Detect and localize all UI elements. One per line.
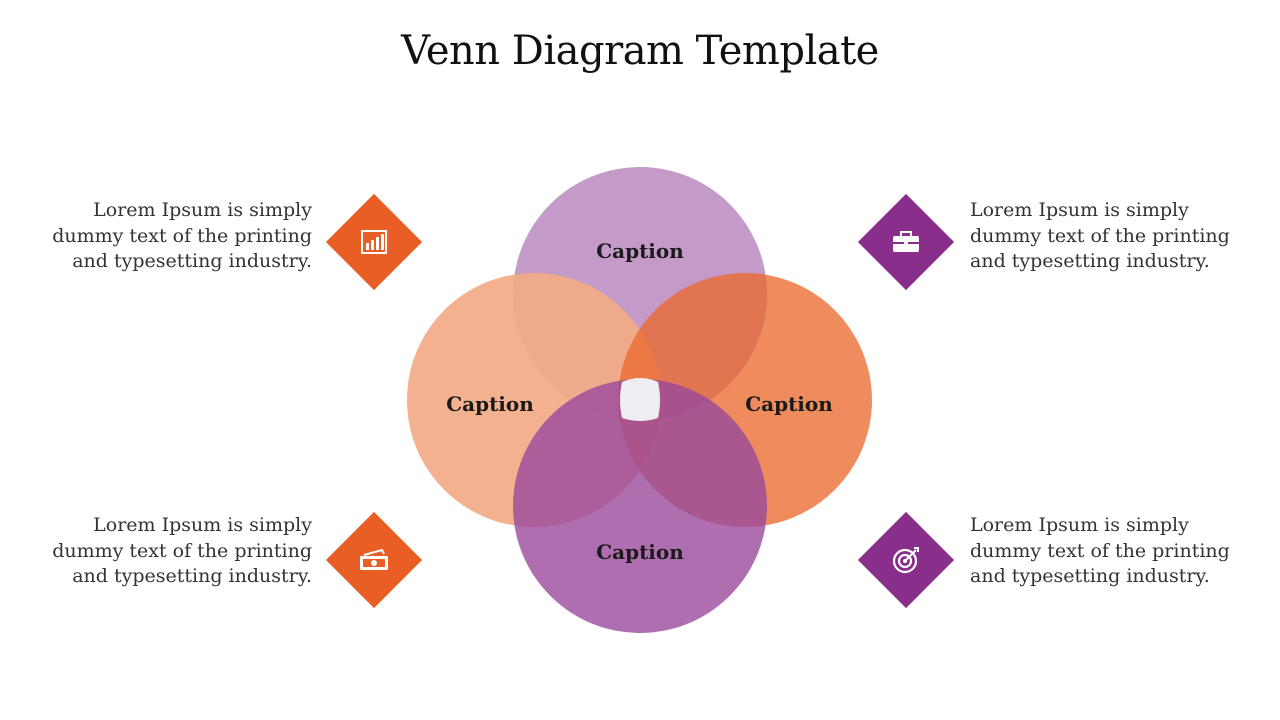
description-bottom-right: Lorem Ipsum is simply dummy text of the …	[970, 514, 1230, 587]
caption-top: Caption	[596, 239, 684, 263]
description-bottom-left: Lorem Ipsum is simply dummy text of the …	[52, 514, 312, 587]
briefcase-icon	[893, 231, 919, 252]
bar-chart-icon	[361, 230, 387, 254]
page-title: Venn Diagram Template	[401, 28, 879, 74]
caption-left: Caption	[446, 392, 534, 416]
money-icon	[360, 548, 388, 570]
target-icon	[892, 547, 919, 574]
caption-right: Caption	[745, 392, 833, 416]
venn-center	[620, 378, 660, 421]
venn-circle-bottom	[513, 379, 767, 633]
description-top-right: Lorem Ipsum is simply dummy text of the …	[970, 199, 1230, 272]
caption-bottom: Caption	[596, 540, 684, 564]
description-top-left: Lorem Ipsum is simply dummy text of the …	[52, 199, 312, 272]
